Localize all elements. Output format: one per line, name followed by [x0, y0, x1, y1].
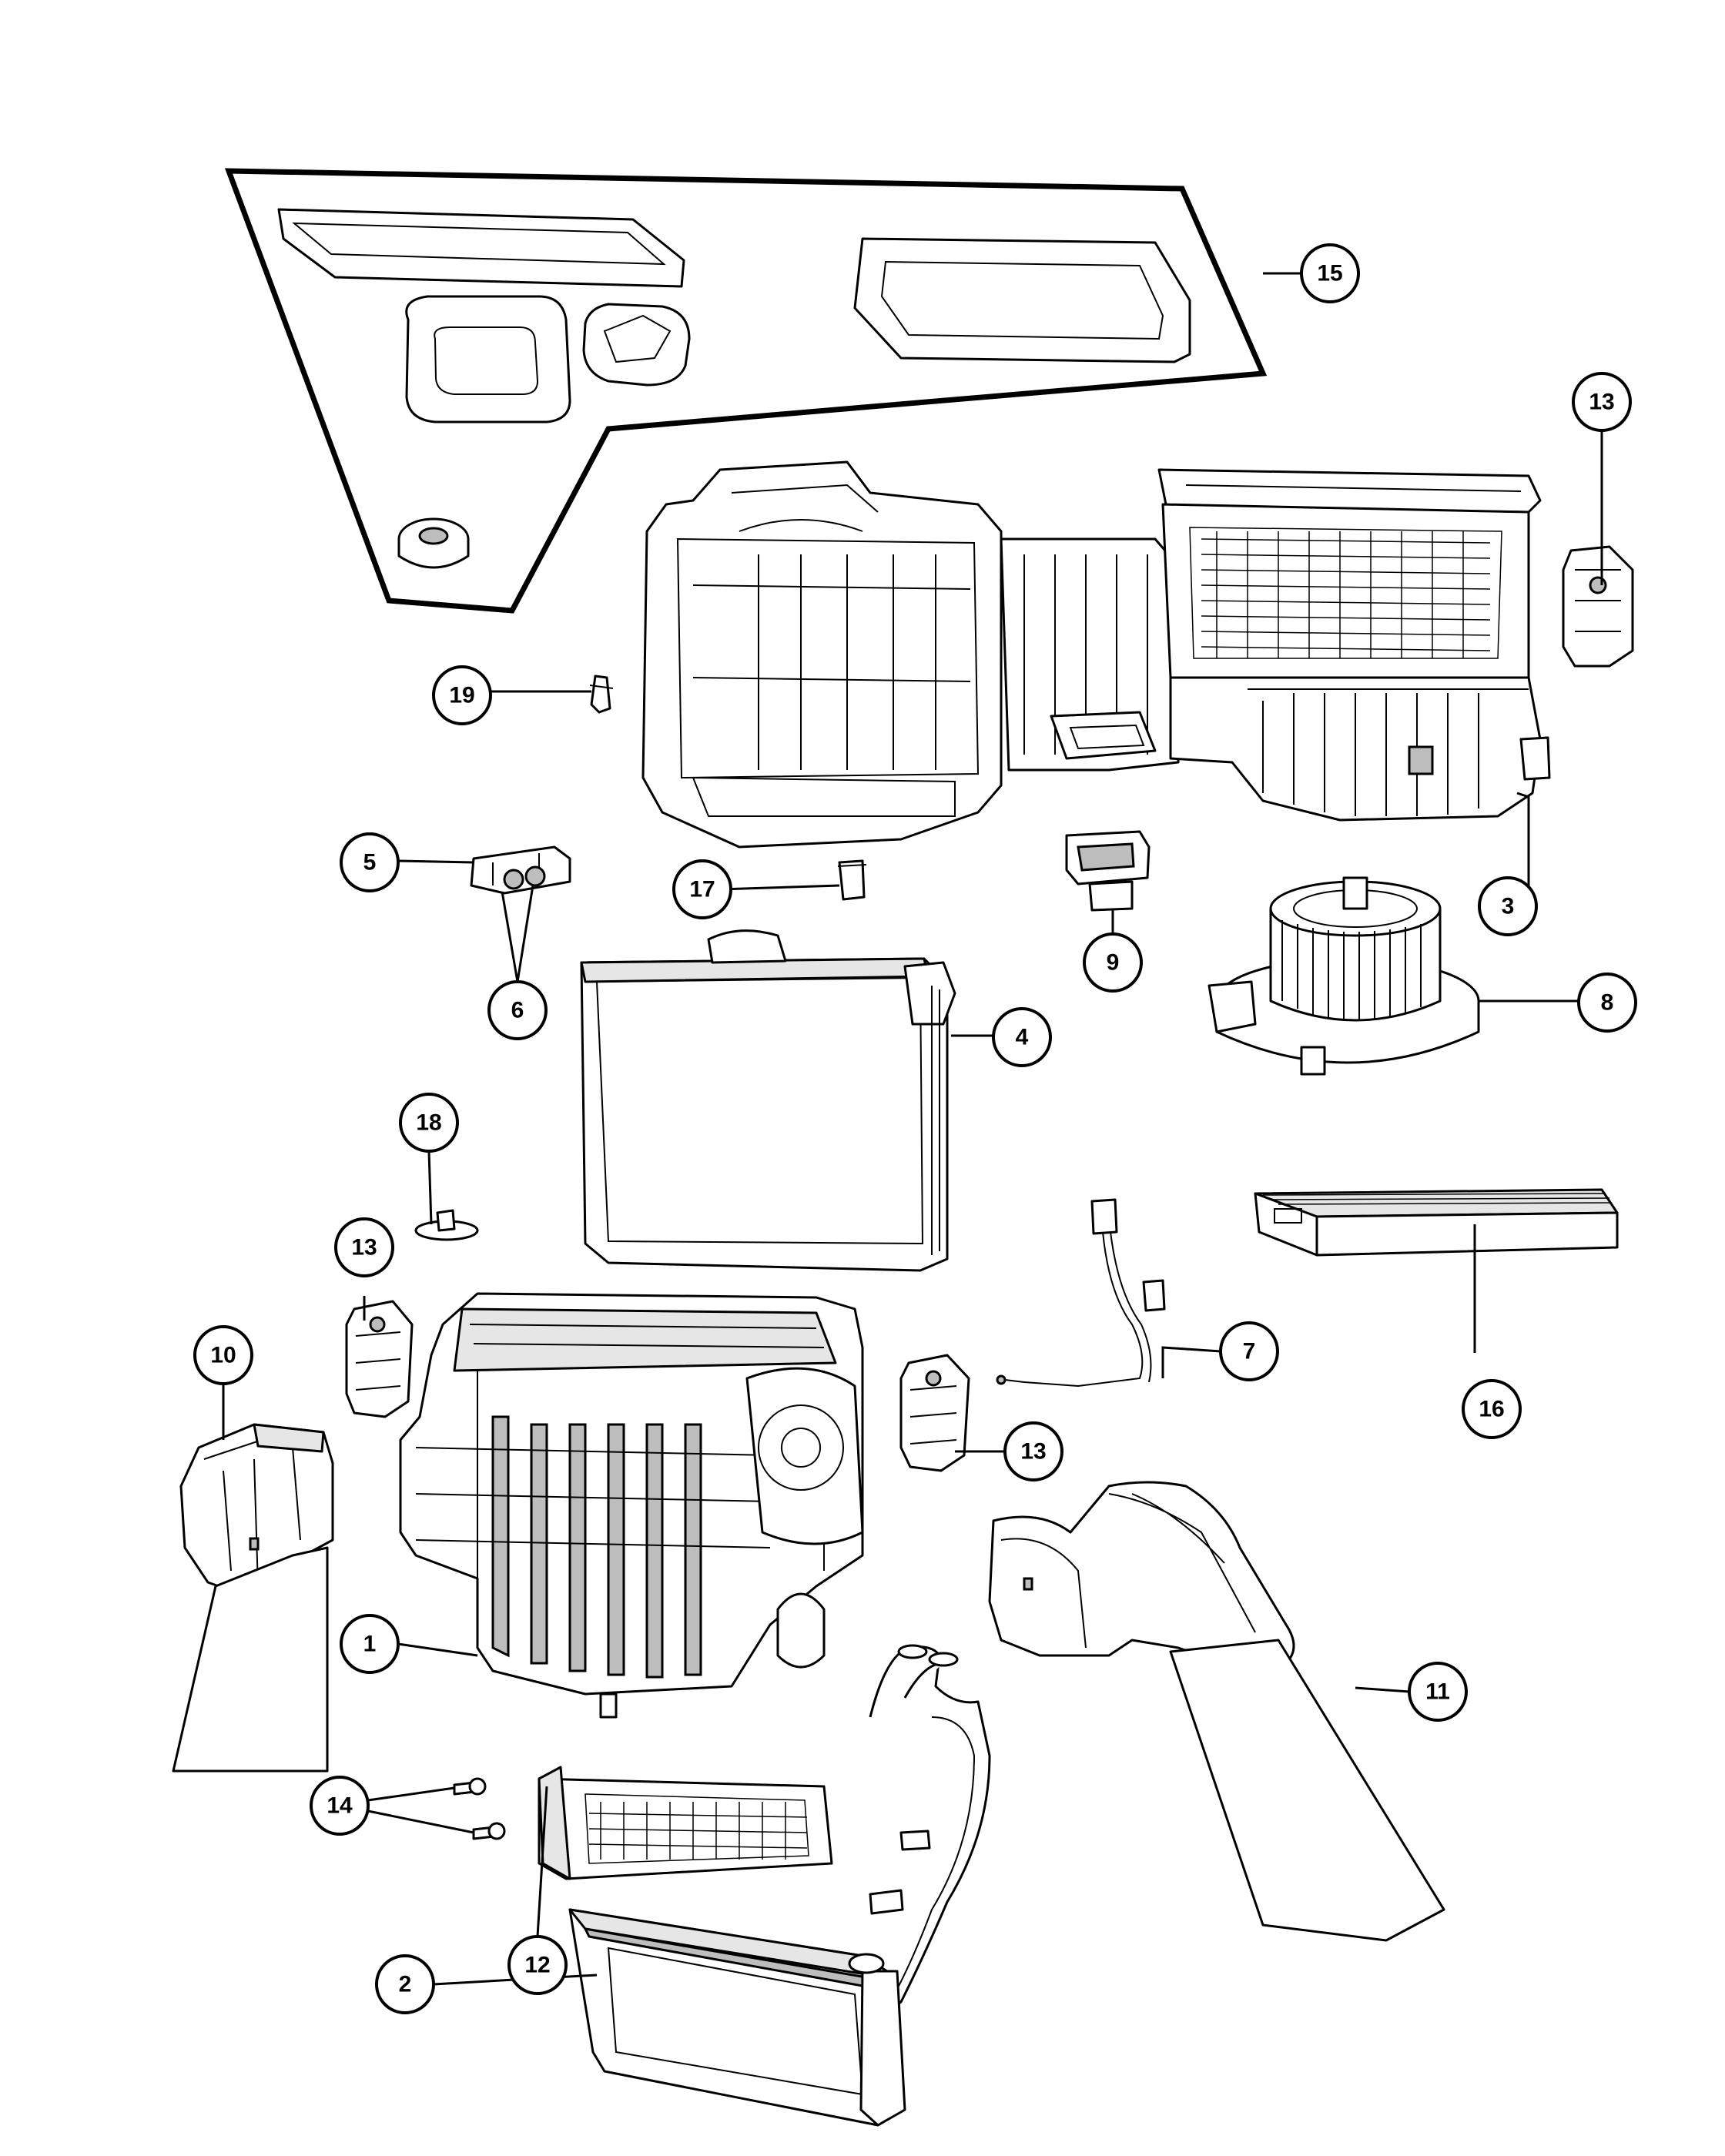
expansion-valve	[470, 845, 571, 895]
callout-7-label: 7	[1243, 1339, 1256, 1364]
callout-10-label: 10	[210, 1343, 236, 1368]
callout-14: 14	[310, 1776, 370, 1836]
evaporator-core	[580, 929, 956, 1272]
callout-9-label: 9	[1107, 950, 1120, 976]
callout-15: 15	[1300, 243, 1360, 303]
heater-core	[568, 1908, 906, 2127]
callout-4: 4	[992, 1007, 1052, 1067]
callout-13-right-label: 13	[1020, 1439, 1046, 1465]
callout-17: 17	[672, 859, 732, 919]
callout-1-label: 1	[363, 1632, 377, 1657]
floor-duct-right	[988, 1481, 1445, 1942]
callout-5: 5	[340, 832, 400, 892]
clip	[589, 675, 614, 714]
callout-13-right: 13	[1003, 1421, 1063, 1481]
callout-15-label: 15	[1317, 261, 1342, 286]
callout-2-label: 2	[399, 1972, 412, 1997]
callout-3: 3	[1478, 876, 1538, 936]
callout-14-label: 14	[327, 1793, 353, 1819]
callout-17-label: 17	[689, 877, 715, 902]
drain-grommet	[414, 1209, 479, 1241]
callout-13-left-label: 13	[351, 1235, 377, 1260]
callout-12-label: 12	[524, 1953, 550, 1978]
mode-door-actuator-right	[899, 1354, 970, 1472]
callout-11-label: 11	[1425, 1679, 1450, 1705]
callout-13-top-right: 13	[1572, 372, 1632, 432]
callout-10: 10	[193, 1325, 253, 1385]
callout-11: 11	[1408, 1662, 1468, 1722]
callout-12: 12	[507, 1935, 568, 1995]
screws	[453, 1777, 506, 1840]
floor-duct-left	[172, 1423, 334, 1773]
cabin-air-filter	[1254, 1188, 1619, 1257]
callout-19-label: 19	[449, 683, 474, 708]
callout-18-label: 18	[416, 1110, 441, 1136]
callout-13-top-right-label: 13	[1589, 390, 1614, 415]
callout-6-label: 6	[511, 998, 524, 1023]
seal-kit-panel	[224, 168, 1268, 614]
callout-7: 7	[1219, 1321, 1279, 1381]
callout-16: 16	[1462, 1379, 1522, 1439]
blower-motor-resistor	[1065, 830, 1151, 912]
heater-core-tubes	[869, 1644, 991, 2019]
callout-6: 6	[487, 980, 548, 1040]
lower-hvac-housing	[399, 1292, 864, 1719]
callout-3-label: 3	[1502, 894, 1515, 919]
callout-8: 8	[1577, 973, 1637, 1033]
air-distribution-door	[538, 1766, 833, 1880]
wiring-harness-sensor	[996, 1198, 1166, 1388]
mode-door-actuator-top-right	[1562, 545, 1634, 668]
clip-17	[837, 859, 867, 901]
callout-5-label: 5	[363, 850, 377, 875]
callout-18: 18	[399, 1093, 459, 1153]
callout-19: 19	[432, 665, 492, 725]
callout-16-label: 16	[1479, 1397, 1504, 1422]
blower-motor	[1208, 876, 1480, 1076]
upper-hvac-housing	[641, 460, 1551, 849]
callout-2: 2	[375, 1954, 435, 2014]
callout-8-label: 8	[1601, 990, 1614, 1016]
callout-4-label: 4	[1016, 1025, 1029, 1050]
callout-9: 9	[1083, 932, 1143, 993]
callout-1: 1	[340, 1614, 400, 1674]
callout-13-left: 13	[334, 1217, 394, 1277]
mode-door-actuator-left	[345, 1300, 414, 1418]
